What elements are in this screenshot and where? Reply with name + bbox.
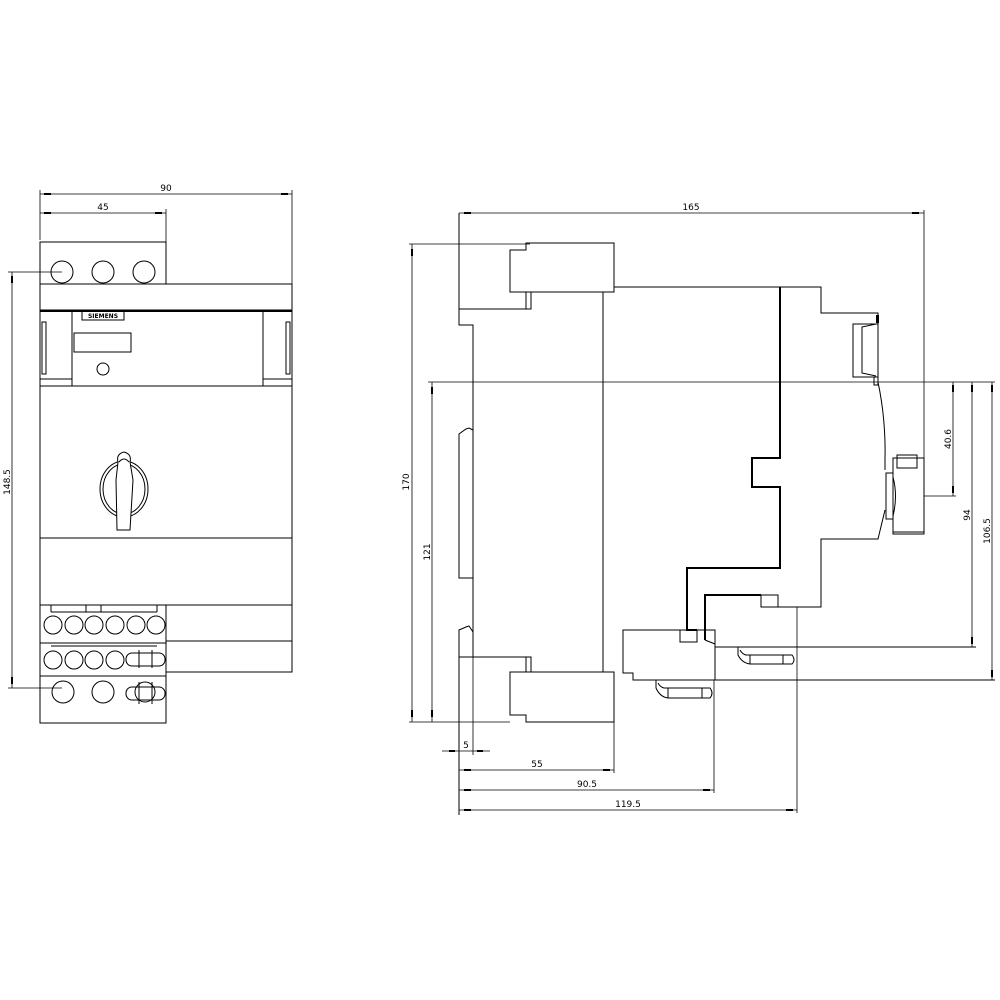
dimension-label: 165 bbox=[682, 203, 699, 213]
terminal-screw-icon bbox=[50, 260, 74, 284]
dimension-label: 170 bbox=[402, 473, 412, 490]
dimension-label: 45 bbox=[97, 203, 108, 213]
dimension-label: 40.6 bbox=[944, 429, 954, 449]
din-rail-mount bbox=[458, 213, 531, 815]
dimension-45: 45 bbox=[40, 203, 167, 242]
dimension-55: 55 bbox=[459, 722, 615, 773]
terminal-screw-icon bbox=[91, 260, 115, 284]
rotary-knob-icon bbox=[99, 451, 149, 531]
dimension-40-6: 40.6 bbox=[924, 382, 956, 497]
dimension-label: 148.5 bbox=[3, 469, 13, 495]
dimension-label: 90 bbox=[160, 184, 172, 194]
upper-band bbox=[39, 283, 293, 311]
dimension-165: 165 bbox=[459, 203, 925, 534]
dimension-106-5: 106.5 bbox=[983, 382, 993, 680]
brand-label bbox=[81, 310, 125, 321]
dimension-label: 94 bbox=[963, 509, 973, 521]
dimension-label: 90.5 bbox=[577, 780, 597, 790]
side-view: 165 170 121 bbox=[402, 203, 995, 815]
lower-band bbox=[39, 537, 293, 606]
rotary-handle-panel bbox=[39, 385, 293, 539]
front-view: 90 45 148.5 bbox=[3, 184, 293, 724]
top-terminal-side bbox=[509, 242, 615, 310]
dimension-119-5: 119.5 bbox=[459, 607, 798, 813]
wire-connector-icon bbox=[655, 680, 713, 699]
auxiliary-block bbox=[165, 604, 293, 673]
bottom-terminal-block bbox=[39, 604, 167, 724]
dimension-label: 106.5 bbox=[983, 518, 993, 544]
top-terminal-block bbox=[39, 241, 167, 285]
dimension-121: 121 bbox=[423, 381, 995, 722]
dimension-148-5: 148.5 bbox=[3, 271, 62, 689]
main-body bbox=[602, 286, 995, 681]
dimension-170: 170 bbox=[402, 243, 530, 723]
dimension-label: 5 bbox=[463, 741, 469, 751]
brand-logo: SIEMENS bbox=[88, 313, 118, 320]
bottom-terminal-side bbox=[509, 656, 615, 723]
dimension-label: 121 bbox=[423, 543, 433, 560]
wire-connector-icon bbox=[737, 647, 795, 665]
terminal-screw-icon bbox=[132, 260, 156, 284]
display-window bbox=[73, 332, 132, 353]
dimension-5: 5 bbox=[442, 657, 490, 755]
dimension-label: 119.5 bbox=[615, 800, 641, 810]
led-indicator-icon bbox=[96, 362, 110, 376]
dimension-90-5: 90.5 bbox=[459, 680, 715, 793]
rotary-knob-side bbox=[885, 454, 925, 535]
dimension-94: 94 bbox=[963, 382, 973, 647]
dimension-label: 55 bbox=[531, 760, 542, 770]
lower-terminal-side bbox=[622, 629, 795, 699]
accessory-module: SIEMENS bbox=[39, 309, 293, 387]
mounting-clip bbox=[852, 315, 879, 386]
